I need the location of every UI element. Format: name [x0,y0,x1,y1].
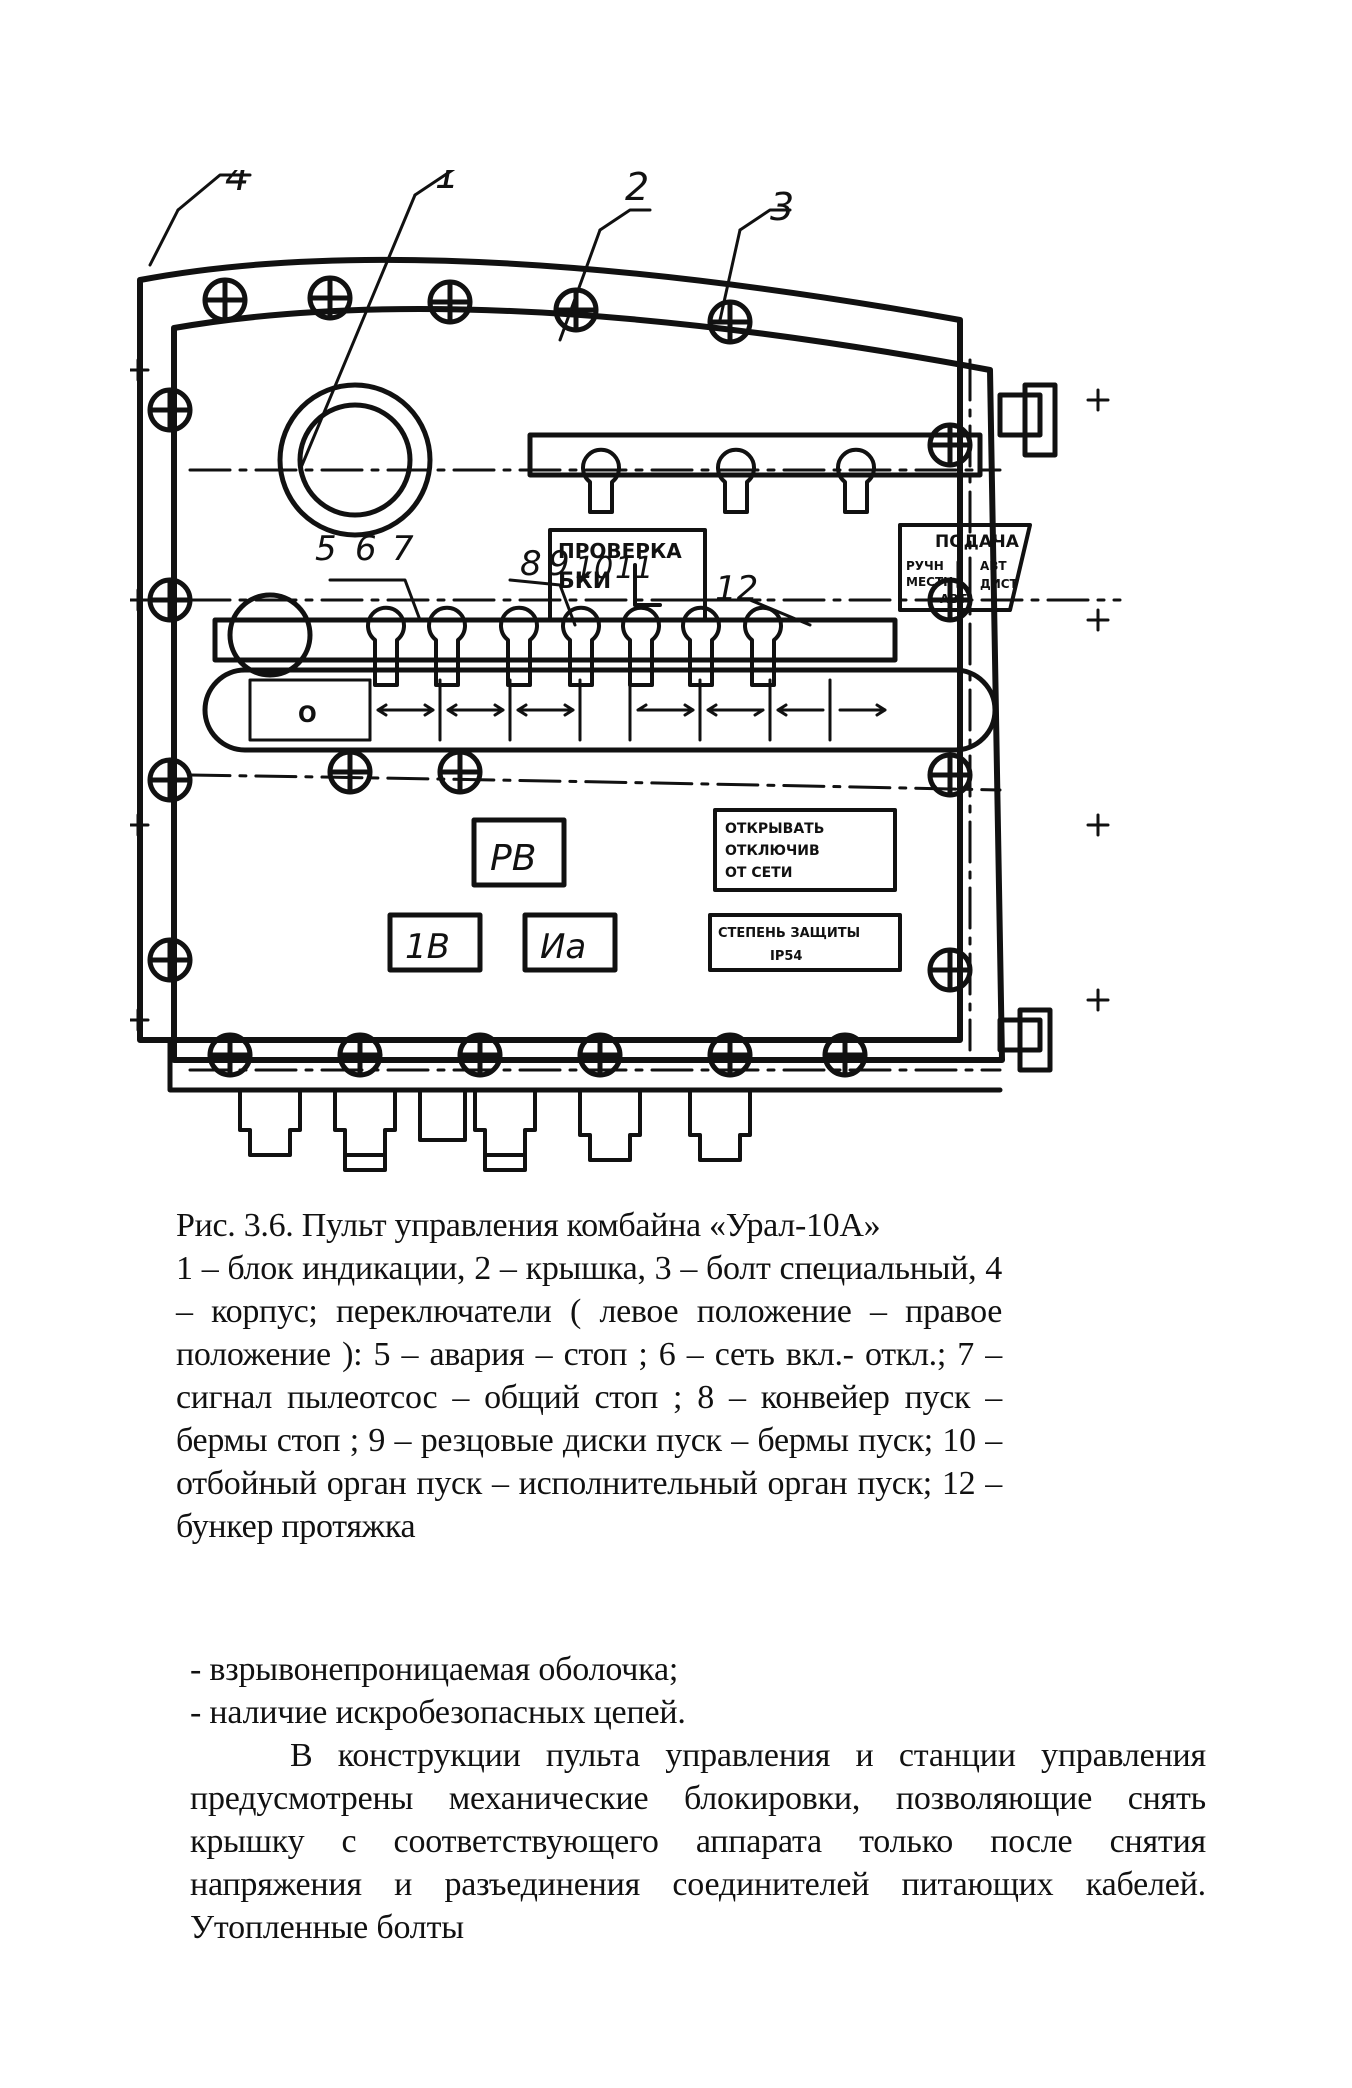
leader-lines [148,170,812,627]
bolt-icon [927,752,973,798]
bolt-icon [927,422,973,468]
emergency-knob [227,592,313,678]
svg-text:ДИСТ: ДИСТ [980,577,1019,591]
callout-3: 3 [770,185,794,229]
bolt-icon [337,1032,383,1078]
bolt-set [147,275,973,1078]
svg-text:Иа: Иа [540,927,586,967]
position-cells [248,678,887,742]
bolt-icon [327,749,373,795]
bolt-icon [147,937,193,983]
housing-outline [137,256,963,1043]
caption-title: Рис. 3.6. Пульт управления комбайна «Ура… [176,1207,881,1244]
bolt-icon [927,577,973,623]
bolt-icon [147,757,193,803]
main-switch-rail [212,617,898,663]
bullet-item: - взрывонепроницаемая оболочка; [190,1651,679,1688]
svg-text:ОТКРЫВАТЬ: ОТКРЫВАТЬ [725,821,824,837]
paragraph: В конструкции пульта управления и станци… [190,1737,1206,1946]
rv-plate [471,817,567,888]
svg-text:IP54: IP54 [770,949,802,964]
toggle-switches [366,605,783,687]
svg-text:РУЧН: РУЧН [906,559,944,573]
indication-block [277,382,433,538]
svg-text:МЕСТН: МЕСТН [906,575,953,589]
ib-plate [387,912,483,973]
bolt-icon [437,749,483,795]
ip-plate [708,913,902,972]
position-strip [202,667,998,753]
callout-7: 7 [392,529,414,569]
bolt-icon [457,1032,503,1078]
top-switches [581,447,876,514]
figure-control-panel: ПРОВЕРКА БКИ ПОДАЧА РУЧН МЕСТН АВТ ДИСТ … [130,170,1130,1190]
callout-2: 2 [625,170,649,209]
body-text: - взрывонепроницаемая оболочка; - наличи… [190,1648,1206,1949]
bolt-icon [822,1032,868,1078]
bolt-icon [202,277,248,323]
bolt-icon [307,275,353,321]
svg-text:СТЕПЕНЬ ЗАЩИТЫ: СТЕПЕНЬ ЗАЩИТЫ [718,926,860,941]
caption-legend: 1 – блок индикации, 2 – крышка, 3 – болт… [176,1250,1002,1545]
bolt-icon [427,279,473,325]
svg-text:ПОДАЧА: ПОДАЧА [935,532,1020,552]
svg-text:ОТКЛЮЧИВ: ОТКЛЮЧИВ [725,843,820,859]
feed-plate [898,523,1032,612]
callout-5: 5 [315,529,337,569]
cable-glands [238,1088,752,1172]
bolt-icon [707,299,753,345]
callout-11: 11 [615,551,653,586]
bolt-icon [147,577,193,623]
callout-8: 8 [520,544,542,584]
figure-caption: Рис. 3.6. Пульт управления комбайна «Ура… [176,1204,1002,1548]
bolt-icon [927,947,973,993]
svg-text:АВТ: АВТ [940,592,967,606]
mount-markers [130,358,1110,1032]
callout-9: 9 [548,544,570,584]
svg-text:1В: 1В [405,927,450,967]
svg-text:АВТ: АВТ [980,559,1007,573]
callout-1: 1 [435,170,459,197]
ia-plate [522,912,618,973]
svg-text:БКИ: БКИ [558,569,611,594]
svg-text:РВ: РВ [490,838,536,879]
top-switch-rail [527,432,983,478]
side-connectors [997,382,1058,1073]
callout-6: 6 [355,529,377,569]
bullet-item: - наличие искробезопасных цепей. [190,1694,686,1731]
warning-plate [713,808,897,892]
callout-12: 12 [715,569,758,609]
bolt-icon [577,1032,623,1078]
svg-text:О: О [298,703,317,728]
bolt-icon [207,1032,253,1078]
svg-text:ОТ СЕТИ: ОТ СЕТИ [725,865,792,881]
callout-4: 4 [225,170,249,199]
callout-10: 10 [575,551,613,586]
svg-text:ПРОВЕРКА: ПРОВЕРКА [558,539,682,563]
bolt-icon [707,1032,753,1078]
bolt-icon [147,387,193,433]
